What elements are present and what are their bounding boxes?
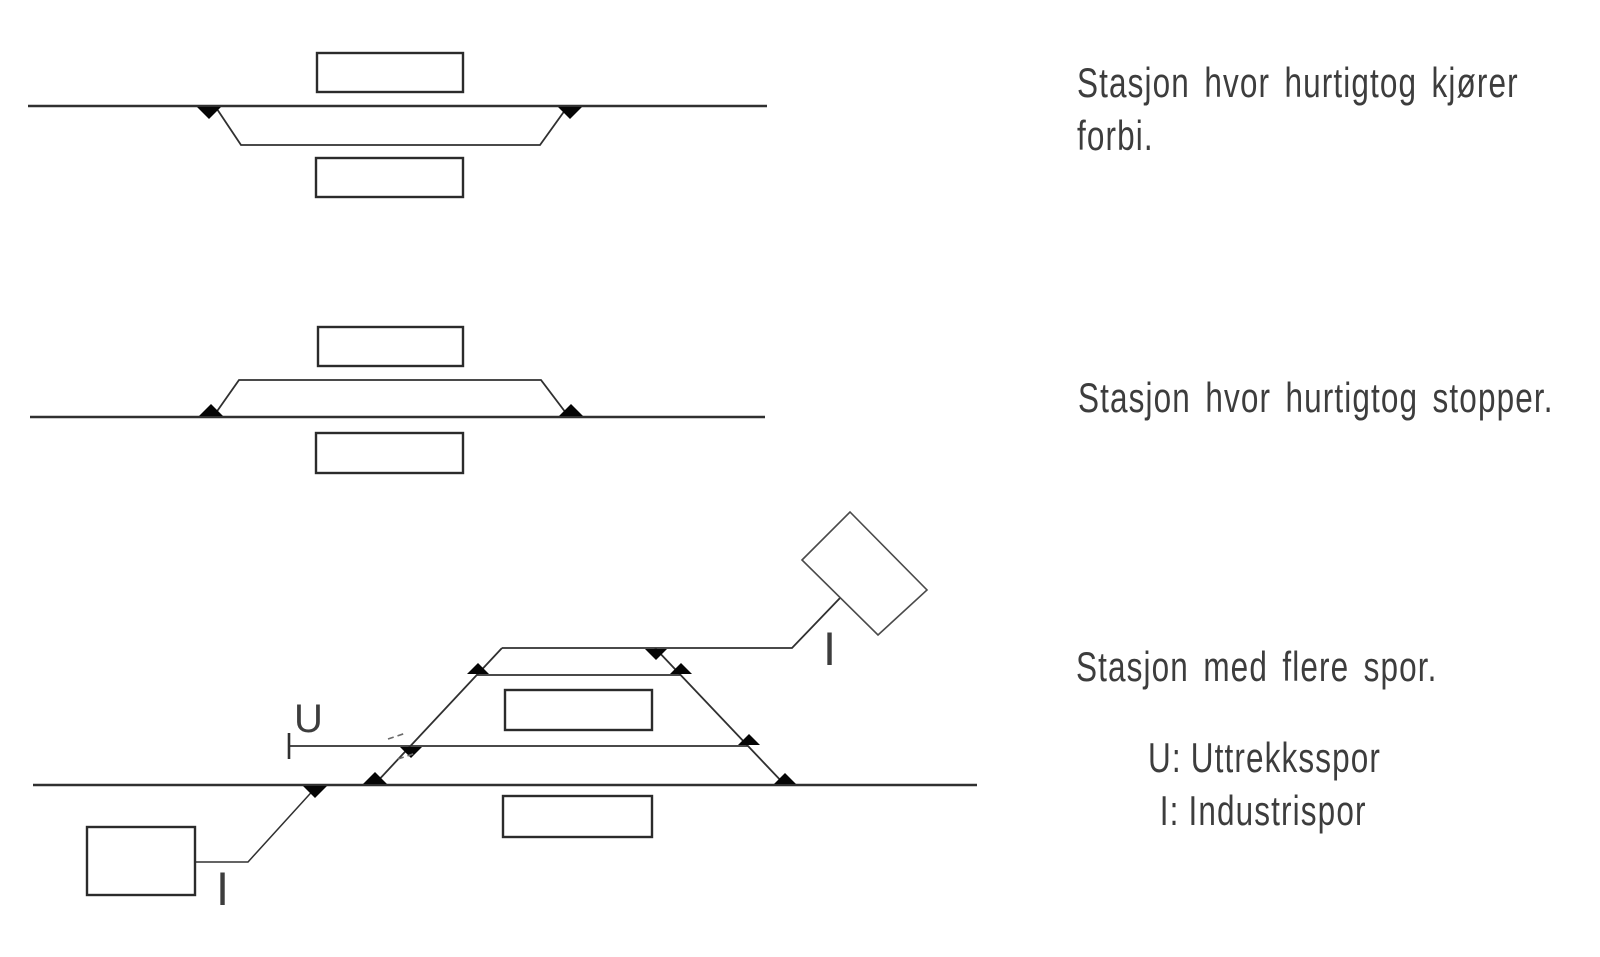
switch-triangle-left [197,107,221,119]
diagram-station-express-stops [30,325,765,475]
switch-triangle-u-track-right [738,734,760,745]
switch-triangle-track2-left [467,663,489,674]
diagram-station-multiple-tracks: U I I [33,510,977,915]
caption-line: Stasjon hvor hurtigtog stopper. [1078,374,1554,421]
legend-key-u: U: [1148,734,1182,781]
station-building-rect-center [503,688,654,732]
industry-building-diamond [800,510,929,637]
switch-triangle-right [558,107,582,119]
pullout-track-label-u: U [294,697,323,741]
legend-line-industrispor: I:Industrispor [1148,784,1381,837]
industry-spur-track [195,784,319,863]
platform-rect-lower [501,794,654,839]
legend-text-i: Industrispor [1188,787,1367,834]
industry-building-rect [85,825,197,897]
passing-loop-track [212,379,570,418]
switch-triangle-ladder-right [774,773,796,784]
caption-line: forbi. [1077,112,1154,159]
caption-station-express-stops: Stasjon hvor hurtigtog stopper. [1078,371,1554,424]
switch-triangle-track2-right [670,663,692,674]
switch-triangle-right [559,404,583,416]
caption-line: Stasjon hvor hurtigtog kjører [1077,59,1519,106]
platform-rect-upper [316,325,465,368]
switch-triangle-ladder-left [363,772,387,784]
top-track-and-diamond-spur [502,597,841,649]
switch-triangle-left [199,404,223,416]
switch-triangle-u-track-left [400,747,422,758]
legend-text-u: Uttrekksspor [1190,734,1382,781]
derail-dash-lower [397,752,417,760]
passing-loop-track [214,105,569,146]
legend-line-uttrekksspor: U:Uttrekksspor [1148,731,1381,784]
platform-rect-lower [314,156,465,199]
switch-triangle-spur-junction [303,786,327,798]
caption-station-multiple-tracks: Stasjon med flere spor. [1076,640,1438,693]
caption-station-express-passes: Stasjon hvor hurtigtog kjører forbi. [1077,56,1519,162]
diagram-station-express-passes [28,51,767,199]
caption-line: Stasjon med flere spor. [1076,643,1438,690]
platform-rect-lower [314,431,465,475]
industry-track-label-i-diamond: I [823,622,836,675]
legend-key-i: I: [1159,787,1180,834]
derail-dash-upper [387,732,407,740]
platform-rect-upper [315,51,465,94]
switch-triangle-top-branch [645,649,667,660]
legend-track-abbreviations: U:Uttrekksspor I:Industrispor [1148,731,1381,837]
industry-track-label-i-spur: I [216,862,229,915]
ladder-diagonal-right [654,647,786,786]
